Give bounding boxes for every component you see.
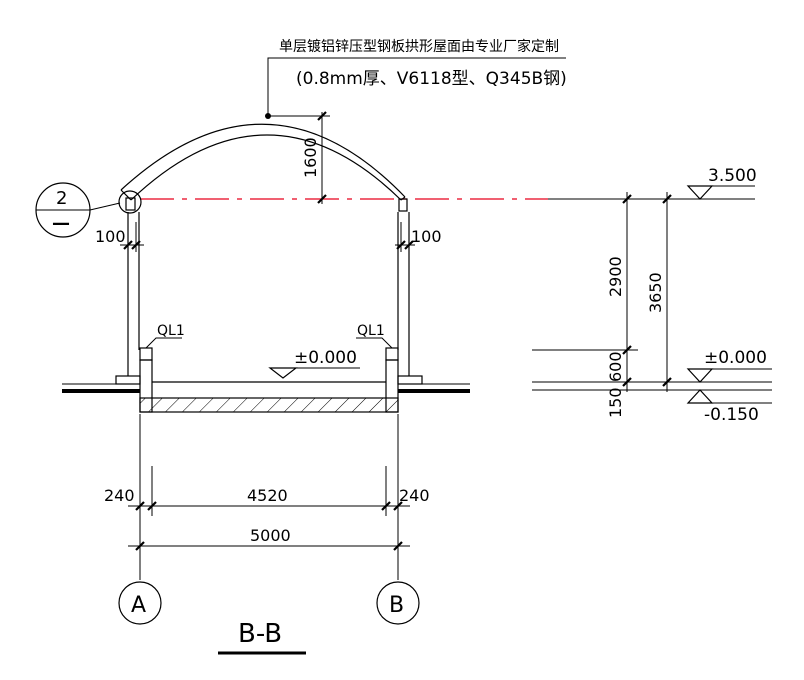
foundation bbox=[115, 347, 423, 413]
elev-floor-text: ±0.000 bbox=[704, 348, 767, 368]
beam-label-right: QL1 bbox=[356, 323, 393, 349]
dim-right-offset-text: 100 bbox=[411, 227, 442, 246]
elevation-dims: 2900 3650 600 150 bbox=[532, 192, 772, 418]
floor-level-mark: ±0.000 bbox=[268, 348, 360, 379]
floor-level-text: ±0.000 bbox=[294, 348, 357, 368]
dim-left-offset-text: 100 bbox=[95, 227, 126, 246]
roof-note: 单层镀铝锌压型钢板拱形屋面由专业厂家定制 (0.8mm厚、V6118型、Q345… bbox=[267, 38, 567, 116]
beam-label-right-text: QL1 bbox=[357, 323, 385, 339]
dim-150-text: 150 bbox=[606, 387, 625, 418]
detail-callout-number: 2 bbox=[56, 188, 67, 209]
roof-note-line2: (0.8mm厚、V6118型、Q345B钢) bbox=[296, 69, 567, 89]
dim-2900-text: 2900 bbox=[606, 256, 625, 297]
dim-600-text: 600 bbox=[606, 351, 625, 382]
right-column bbox=[397, 198, 410, 376]
section-title-text: B-B bbox=[238, 619, 282, 649]
beam-label-left: QL1 bbox=[145, 323, 185, 349]
axis-a-label: A bbox=[131, 593, 146, 618]
elev-top: 3.500 bbox=[686, 166, 757, 200]
dim-left-offset: 100 bbox=[95, 222, 144, 252]
dim-total-span-text: 5000 bbox=[250, 526, 291, 545]
dim-wall-right-text: 240 bbox=[399, 486, 430, 505]
elev-ground: -0.150 bbox=[686, 389, 772, 425]
elev-top-text: 3.500 bbox=[708, 166, 757, 186]
ground bbox=[62, 383, 470, 393]
dim-arch-rise: 1600 bbox=[268, 111, 330, 204]
dim-clear-span-text: 4520 bbox=[247, 486, 288, 505]
dim-wall-left-text: 240 bbox=[104, 486, 135, 505]
beam-label-left-text: QL1 bbox=[157, 323, 185, 339]
detail-callout-sheet: — bbox=[52, 213, 70, 234]
elev-floor: ±0.000 bbox=[686, 348, 772, 383]
axis-b-label: B bbox=[389, 593, 404, 618]
arch-roof bbox=[120, 113, 406, 201]
detail-callout: 2 — bbox=[35, 182, 142, 238]
roof-note-line1: 单层镀铝锌压型钢板拱形屋面由专业厂家定制 bbox=[279, 38, 559, 55]
section-title: B-B bbox=[218, 619, 306, 655]
dim-3650-text: 3650 bbox=[646, 272, 665, 313]
dim-right-offset: 100 bbox=[395, 222, 442, 252]
dim-horizontal: 240 4520 240 5000 bbox=[104, 414, 430, 580]
elev-ground-text: -0.150 bbox=[704, 405, 759, 425]
dim-arch-rise-text: 1600 bbox=[301, 137, 320, 178]
axis-b: B bbox=[376, 581, 420, 625]
axis-a: A bbox=[118, 581, 162, 625]
